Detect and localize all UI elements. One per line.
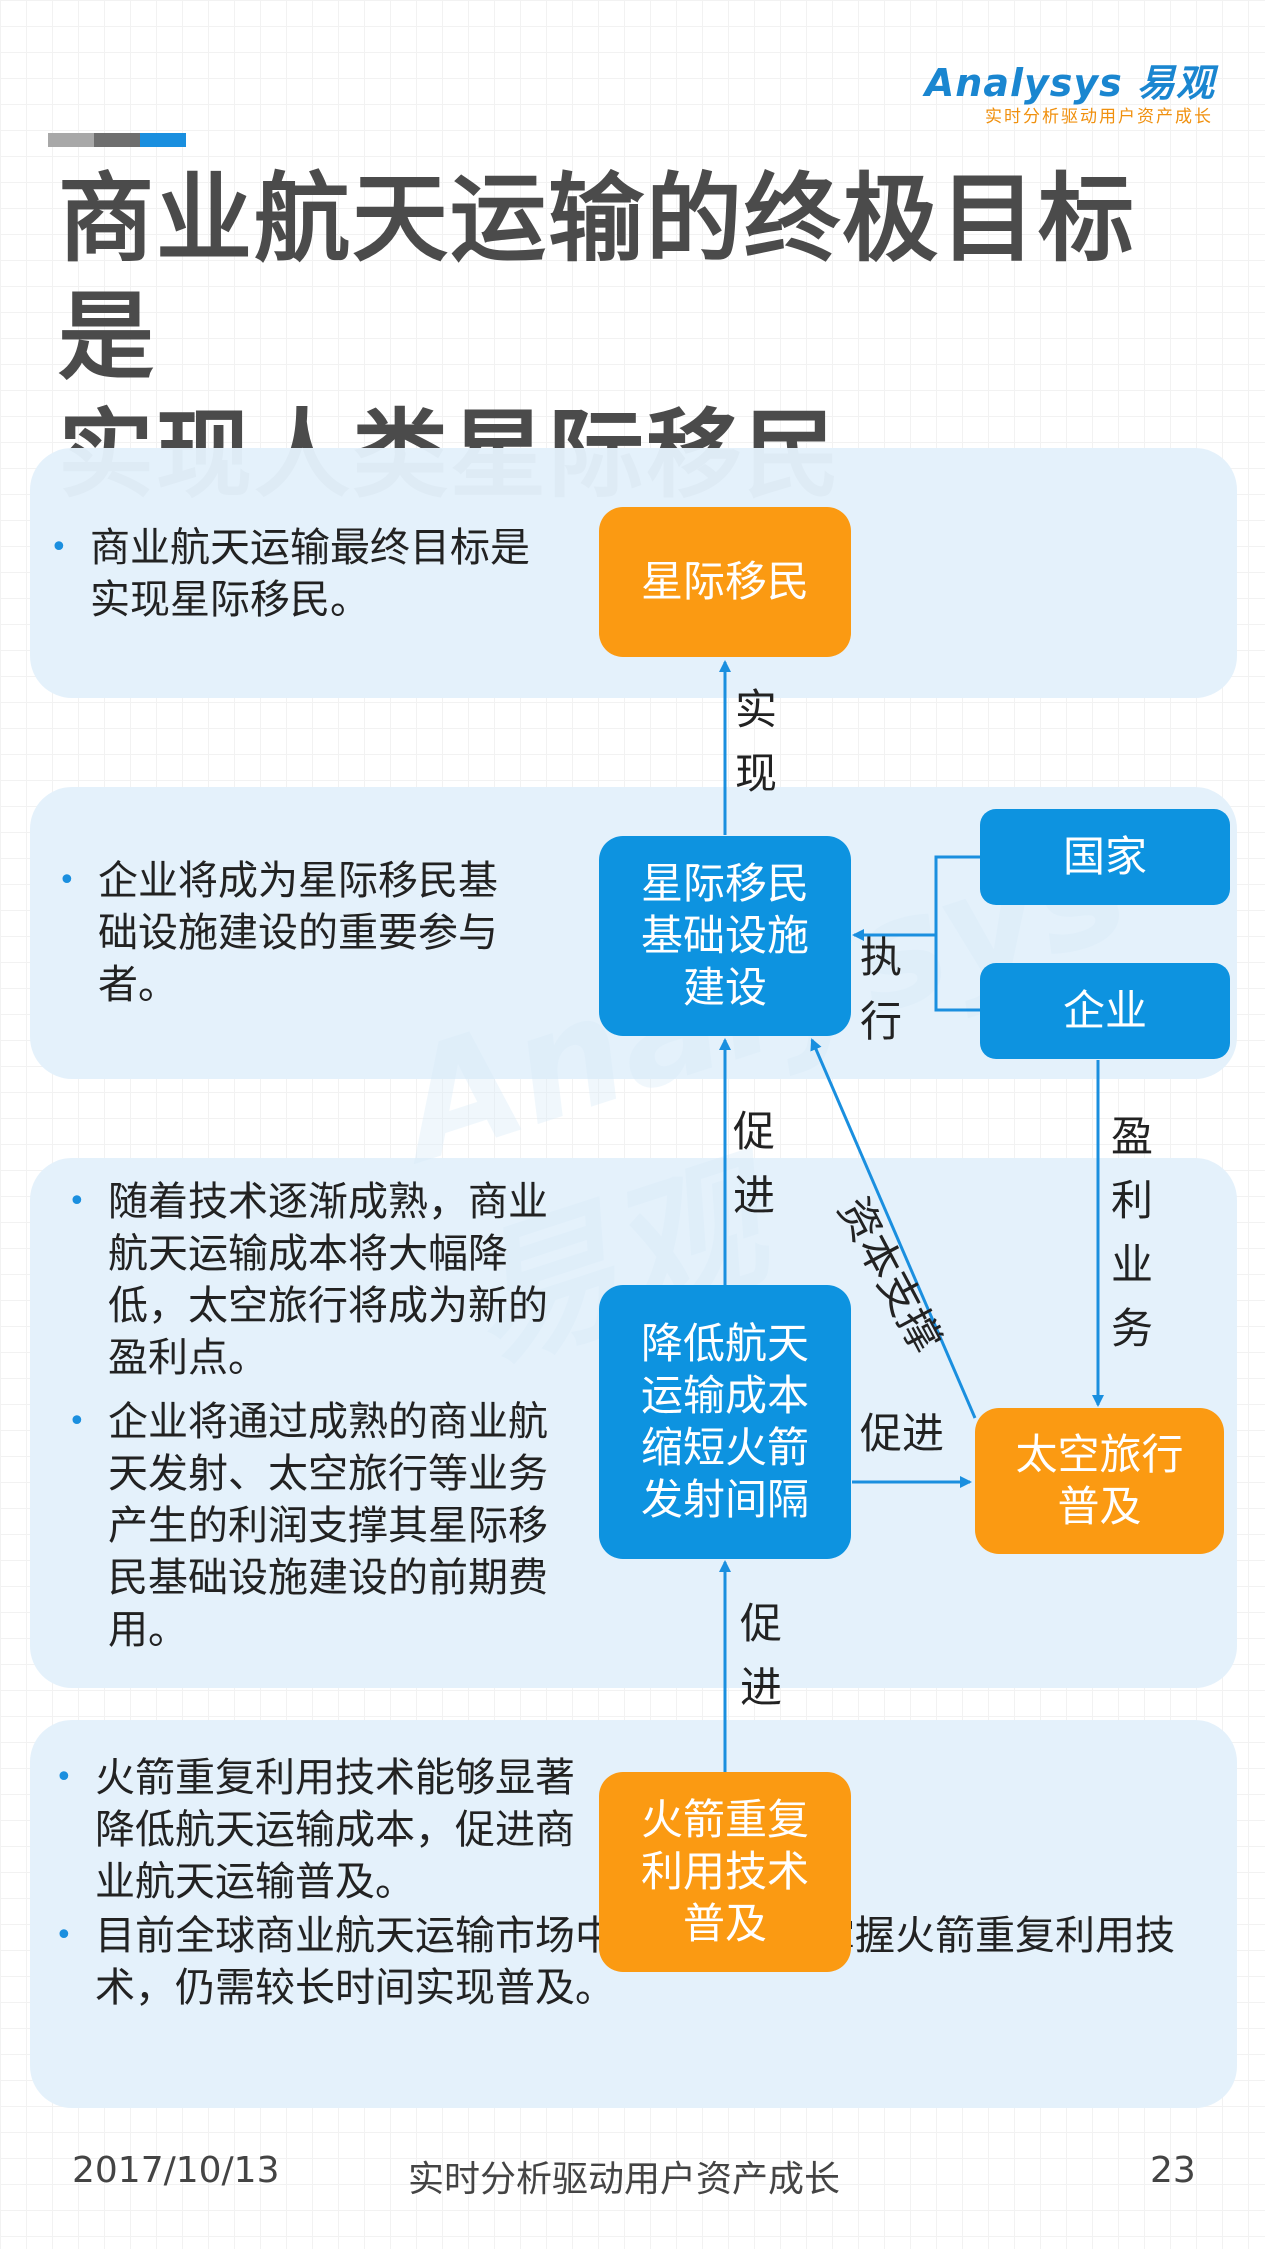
node-migration-infrastructure: 星际移民 基础设施 建设 — [599, 836, 851, 1036]
node-state: 国家 — [980, 809, 1230, 905]
label-promote-right: 促进 — [860, 1409, 945, 1458]
note-cost-reduction: 随着技术逐渐成熟，商业航天运输成本将大幅降低，太空旅行将成为新的盈利点。 企业将… — [68, 1176, 558, 1656]
label-realize: 实现 — [734, 685, 777, 798]
note-item: 火箭重复利用技术能够显著降低航天运输成本，促进商业航天运输普及。 — [55, 1752, 585, 1908]
note-item: 商业航天运输最终目标是实现星际移民。 — [50, 522, 540, 626]
note-enterprise-role: 企业将成为星际移民基础设施建设的重要参与者。 — [58, 855, 508, 1011]
node-interstellar-migration: 星际移民 — [599, 507, 851, 657]
label-promote-bottom: 促进 — [739, 1599, 782, 1712]
footer-slogan: 实时分析驱动用户资产成长 — [408, 2159, 841, 2200]
node-enterprise: 企业 — [980, 963, 1230, 1059]
note-rocket-reuse-1: 火箭重复利用技术能够显著降低航天运输成本，促进商业航天运输普及。 — [55, 1752, 585, 1908]
label-execute: 执行 — [859, 933, 902, 1046]
title-line-1: 商业航天运输的终极目标是 — [58, 163, 1136, 393]
node-rocket-reuse: 火箭重复 利用技术 普及 — [599, 1772, 851, 1972]
analysys-logo: Analysys 易观 — [924, 61, 1215, 105]
title-accent-bar — [48, 133, 186, 147]
node-reduce-cost: 降低航天 运输成本 缩短火箭 发射间隔 — [599, 1285, 851, 1559]
footer-page-number: 23 — [1150, 2150, 1196, 2191]
logo-tagline: 实时分析驱动用户资产成长 — [985, 107, 1213, 127]
bracket-execute — [934, 855, 980, 1012]
label-profit-business: 盈利 业务 — [1110, 1112, 1153, 1353]
footer-date: 2017/10/13 — [72, 2150, 280, 2191]
arrow-capital-support — [810, 1038, 977, 1419]
note-item: 随着技术逐渐成熟，商业航天运输成本将大幅降低，太空旅行将成为新的盈利点。 — [68, 1176, 558, 1384]
note-item: 企业将成为星际移民基础设施建设的重要参与者。 — [58, 855, 508, 1011]
label-promote-up: 促进 — [732, 1107, 775, 1220]
note-item: 企业将通过成熟的商业航天发射、太空旅行等业务产生的利润支撑其星际移民基础设施建设… — [68, 1396, 558, 1656]
node-space-travel: 太空旅行 普及 — [975, 1408, 1224, 1554]
note-goal: 商业航天运输最终目标是实现星际移民。 — [50, 522, 540, 626]
